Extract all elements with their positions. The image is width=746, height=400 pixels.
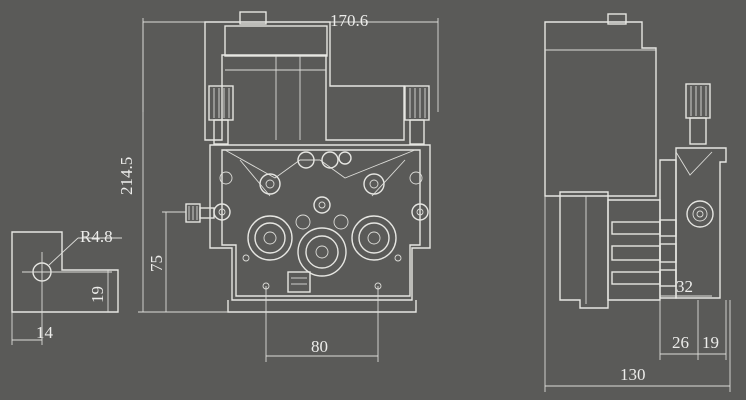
front-width-label: 170.6 <box>330 11 368 30</box>
front-mount-spacing-label: 80 <box>311 337 328 356</box>
front-axis-height-label: 75 <box>147 255 166 272</box>
detail-view: R4.8 19 14 <box>11 227 122 345</box>
front-height-label: 214.5 <box>117 157 136 195</box>
side-view: 32 26 19 130 <box>544 13 731 392</box>
detail-radius-label: R4.8 <box>80 227 113 246</box>
detail-height-label: 19 <box>88 286 107 303</box>
front-view: 170.6 <box>117 11 439 362</box>
side-offset-a-label: 32 <box>676 277 693 296</box>
side-offset-c-label: 19 <box>702 333 719 352</box>
detail-offset-label: 14 <box>36 323 54 342</box>
side-offset-b-label: 26 <box>672 333 689 352</box>
side-depth-label: 130 <box>620 365 646 384</box>
